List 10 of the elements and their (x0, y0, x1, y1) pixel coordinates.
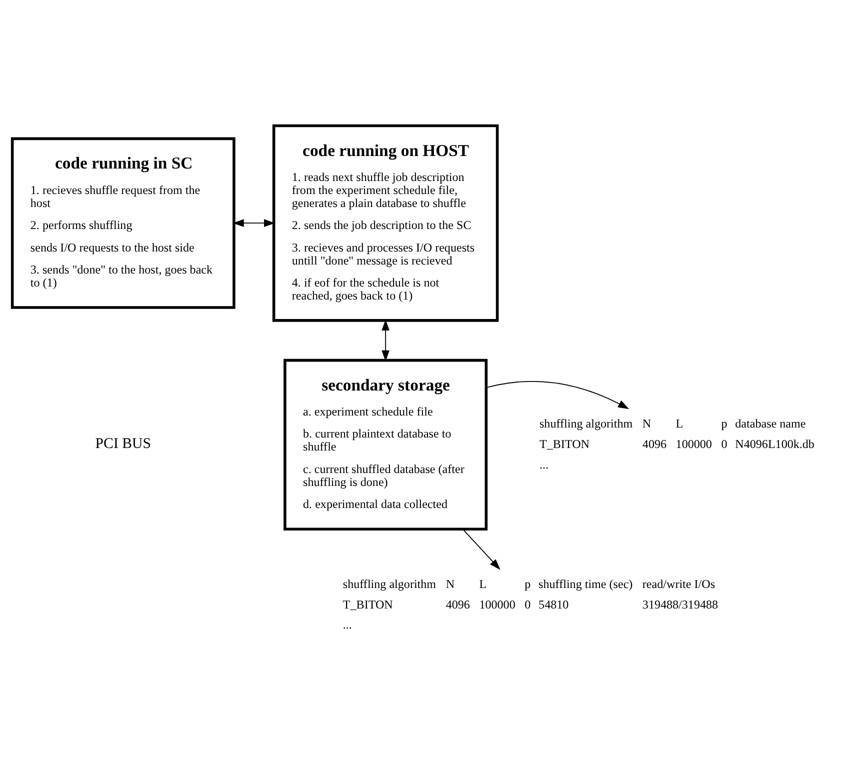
node-box: code running on HOST 1. reads next shuffle job description from the experiment schedule file, generates a plain database to shuffle 2. sends the job description to the SC 3. recieves and processes I/O requests untill "done" message is recieved 4. if eof for the schedule is not reached, goes back to (1) (272, 124, 499, 322)
arrow (486, 380, 630, 409)
label: PCI BUS (95, 436, 151, 452)
arrow (382, 318, 390, 361)
arrow (232, 218, 276, 226)
arrow (462, 528, 500, 570)
node-text: shuffling algorithm N L p database name T_BITON 4096 100000 0 N4096L100k.db ... (540, 416, 814, 471)
node-box: secondary storage a. experiment schedule file b. current plaintext database to shuffle c. current shuffled database (after shuffling is done) d. experimental data collected (284, 358, 488, 530)
node-text: shuffling algorithm N L p shuffling time (sec) read/write I/Os T_BITON 4096 100000 0 54810 319488/319488 ... (342, 576, 718, 632)
node-box: code running in SC 1. recieves shuffle request from the host 2. performs shuffling sends I/O requests to the host side 3. sends "done" to the host, goes back to (1) (10, 136, 236, 308)
